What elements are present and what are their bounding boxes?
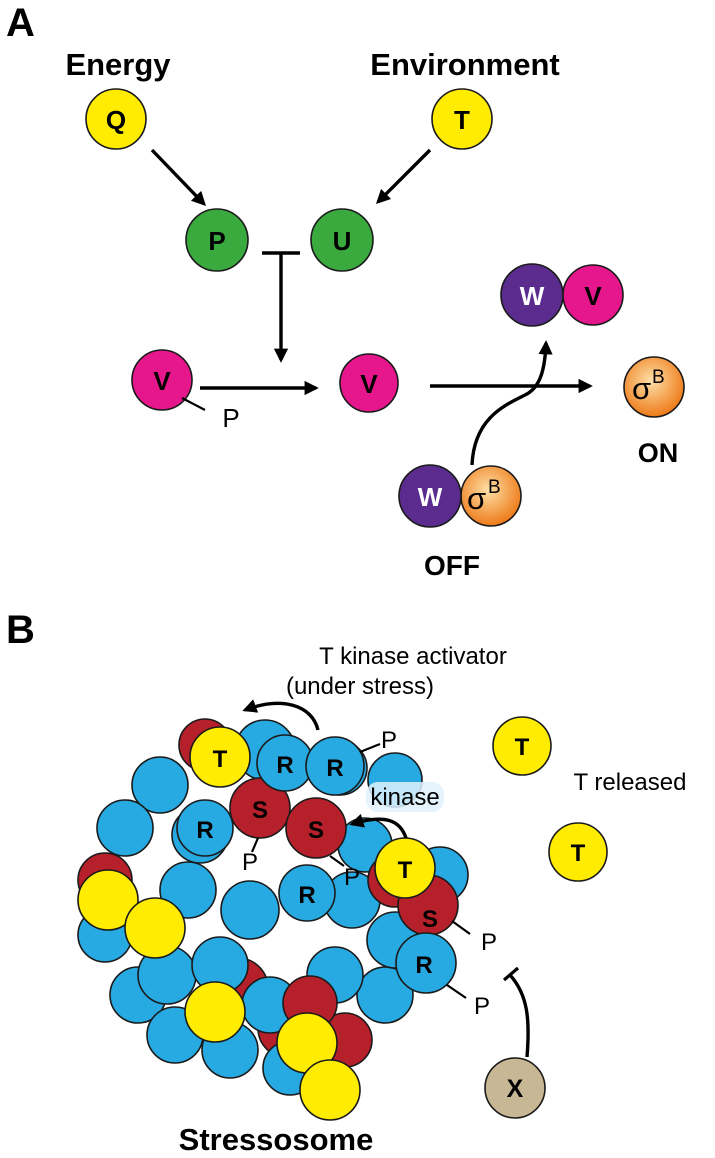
protein-x: X: [484, 1057, 546, 1119]
svg-text:V: V: [584, 281, 602, 311]
stressosome-r4: R: [298, 882, 315, 909]
kinase-annotation: kinase: [349, 782, 444, 839]
phospho-label-v: P: [222, 403, 239, 433]
svg-text:B: B: [488, 477, 501, 498]
released-t-2: T: [548, 822, 608, 882]
arrow-t-to-u: [375, 148, 432, 205]
complex-w-sigma-off: σ B W: [398, 464, 522, 528]
svg-text:T: T: [515, 734, 530, 761]
phospho-s3: P: [481, 929, 497, 956]
protein-u: U: [310, 208, 374, 272]
stressosome: T R R R S S T R S R P P P P P: [77, 718, 497, 1121]
svg-text:B: B: [652, 367, 665, 388]
stressosome-s3: S: [422, 906, 438, 933]
energy-label: Energy: [65, 47, 171, 82]
phospho-s1: P: [242, 849, 258, 876]
stressosome-r2: R: [326, 755, 343, 782]
stressosome-label: Stressosome: [179, 1122, 374, 1157]
stressosome-r5: R: [415, 952, 432, 979]
on-label: ON: [638, 438, 679, 468]
phospho-bond: [181, 397, 206, 411]
protein-v-phospho: V: [131, 349, 193, 411]
activator-label-line1: T kinase activator: [319, 643, 507, 670]
inhibition-x-curve: [508, 973, 530, 1058]
svg-text:σ: σ: [467, 481, 486, 516]
protein-t-top: T: [431, 88, 493, 150]
inhibition-x-bar: [502, 966, 520, 982]
bond-r2-p: [359, 742, 381, 754]
phospho-r5: P: [474, 993, 490, 1020]
panel-a-label: A: [6, 1, 35, 45]
protein-v: V: [339, 353, 399, 413]
stressosome-t-right: T: [398, 857, 413, 884]
kinase-label: kinase: [370, 784, 439, 811]
stressosome-s2: S: [308, 817, 324, 844]
svg-text:U: U: [333, 226, 352, 256]
complex-w-v: V W: [500, 263, 624, 327]
svg-text:V: V: [360, 369, 378, 399]
environment-label: Environment: [370, 47, 559, 82]
bond-s3-p: [451, 920, 471, 935]
off-label: OFF: [424, 550, 480, 581]
svg-text:X: X: [507, 1075, 524, 1103]
svg-text:T: T: [571, 840, 586, 867]
arrow-kinase: [349, 813, 408, 839]
protein-p: P: [185, 208, 249, 272]
arrow-release-wv: [470, 340, 553, 466]
svg-text:T: T: [454, 105, 470, 135]
released-t-1: T: [492, 716, 552, 776]
arrow-activator: [242, 699, 320, 731]
panel-b-label: B: [6, 608, 35, 652]
bond-s2-p: [329, 855, 345, 867]
bond-s1-p: [250, 837, 260, 853]
stressosome-r1: R: [276, 752, 293, 779]
protein-q: Q: [85, 88, 147, 150]
stressosome-r3: R: [196, 817, 213, 844]
phospho-r2: P: [381, 727, 397, 754]
svg-text:W: W: [520, 281, 545, 311]
bond-r5-p: [446, 984, 467, 999]
svg-text:P: P: [208, 226, 225, 256]
stressosome-t-top: T: [213, 746, 228, 773]
svg-text:V: V: [153, 366, 171, 396]
svg-text:Q: Q: [106, 105, 126, 135]
stressosome-s1: S: [252, 797, 268, 824]
sigma-b-on: σ B: [623, 356, 685, 418]
arrow-q-to-p: [150, 148, 206, 207]
phospho-s2: P: [344, 864, 360, 891]
svg-text:σ: σ: [632, 371, 651, 406]
activator-label-line2: (under stress): [286, 673, 434, 700]
svg-text:W: W: [418, 482, 443, 512]
t-released-label: T released: [574, 769, 687, 796]
